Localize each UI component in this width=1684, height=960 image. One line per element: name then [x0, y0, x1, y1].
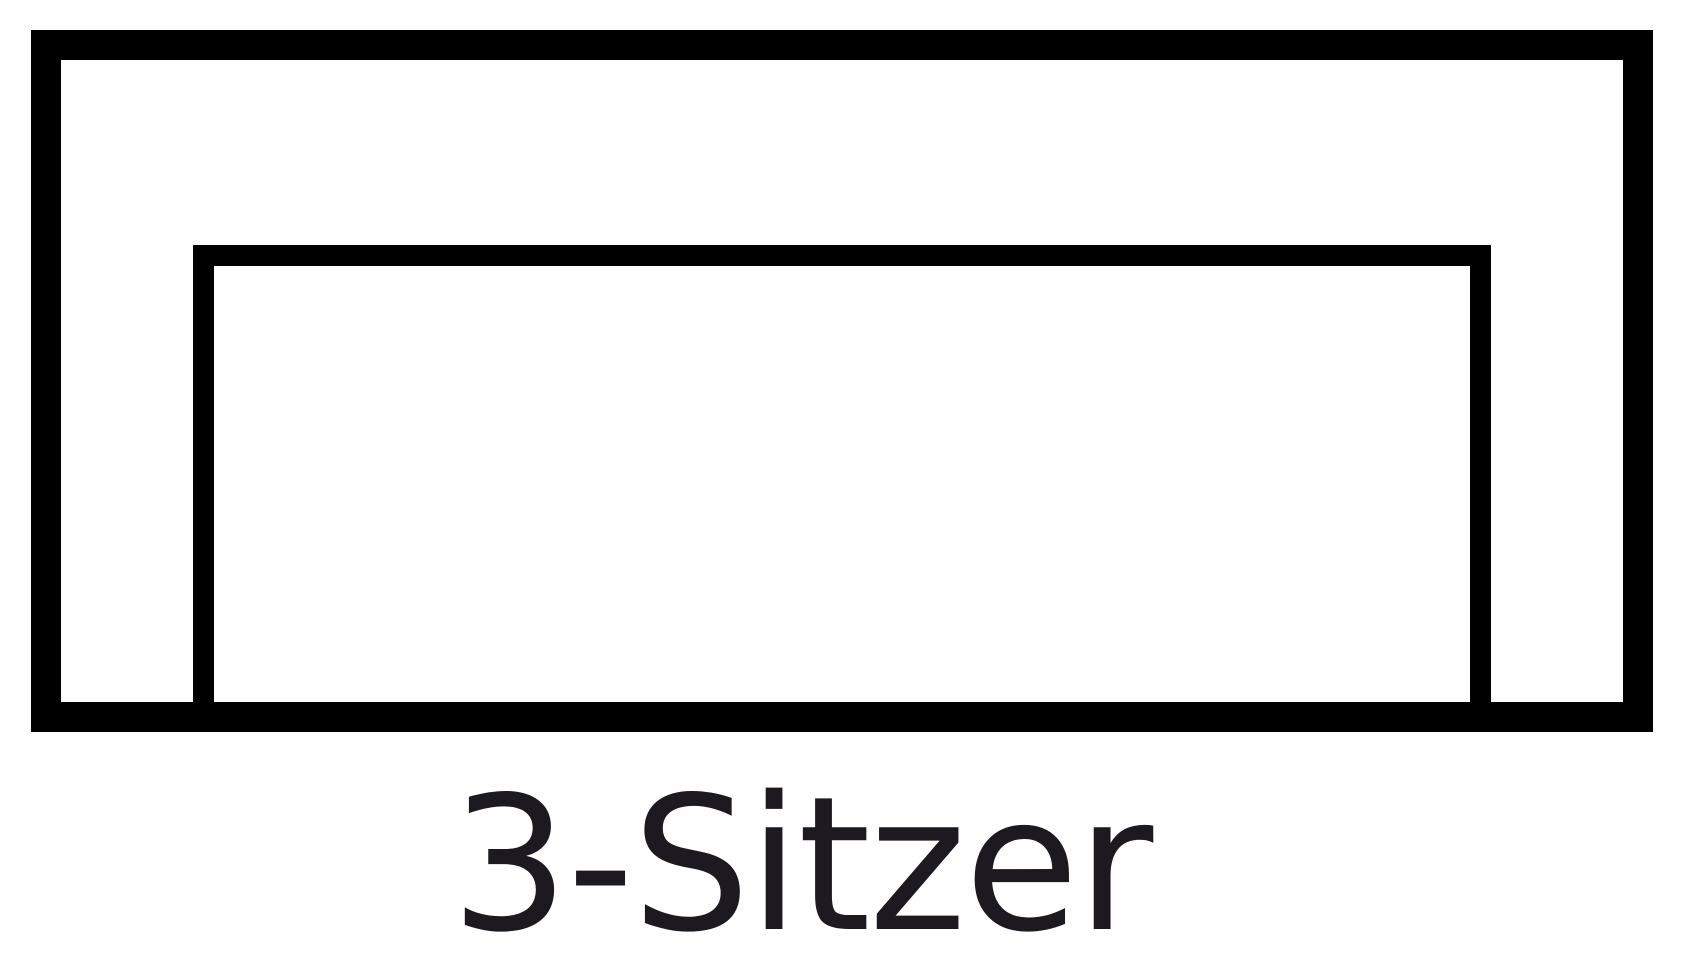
- sofa-frame-outline: [31, 30, 1653, 732]
- sofa-variant-label: 3-Sitzer: [450, 756, 1154, 960]
- sofa-seat-outline: [193, 245, 1491, 702]
